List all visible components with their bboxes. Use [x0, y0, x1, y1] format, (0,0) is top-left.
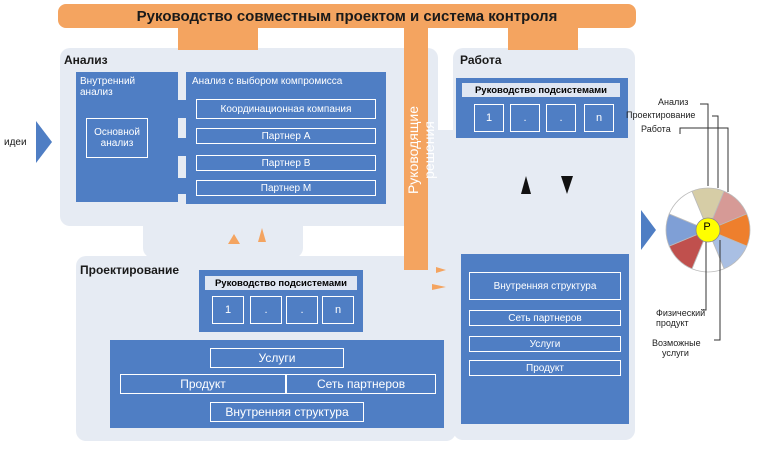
wheel-center — [695, 217, 721, 243]
compromise-analysis-block — [186, 72, 386, 204]
wheel-label-work: Работа — [641, 124, 671, 134]
design-subsystem-cell-1: 1 — [212, 296, 244, 324]
design-internal-structure-box: Внутренняя структура — [210, 402, 364, 422]
design-subsystem-cell-2: . — [250, 296, 282, 324]
design-subsystem-cell-3: . — [286, 296, 318, 324]
partner-m-box: Партнер М — [196, 180, 376, 196]
work-internal-structure-box: Внутренняя структура — [469, 272, 621, 300]
wheel-connector-line — [700, 103, 709, 186]
work-services-box: Услуги — [469, 336, 621, 352]
wheel-connector-line — [702, 242, 707, 311]
decisions-vertical-label: Руководящие решения — [405, 105, 437, 195]
wheel-segment — [668, 190, 709, 231]
physical-product-line1: Физический — [656, 308, 706, 318]
internal-analysis-line1: Внутренний — [80, 76, 136, 87]
basic-analysis-box: Основной анализ — [86, 118, 148, 158]
physical-product-line2: продукт — [656, 318, 689, 328]
analysis-panel-bottom-connector — [143, 210, 303, 258]
design-partner-network-box: Сеть партнеров — [286, 374, 436, 394]
wheel-connector-line — [679, 127, 729, 192]
design-label: Проектирование — [80, 263, 180, 277]
wheel-connector-line — [714, 240, 721, 341]
internal-analysis-tab-2 — [178, 138, 186, 156]
analysis-label: Анализ — [64, 53, 108, 67]
wheel-label-design: Проектирование — [626, 110, 696, 120]
internal-analysis-tab-3 — [178, 178, 186, 194]
basic-analysis-line1: Основной — [94, 127, 140, 138]
work-structure-block — [461, 254, 629, 424]
wheel-diagram — [665, 103, 751, 341]
coordination-company-box: Координационная компания — [196, 99, 376, 119]
work-subsystem-cell-1: 1 — [474, 104, 504, 132]
possible-services-line2: услуги — [662, 348, 689, 358]
partner-a-box: Партнер А — [196, 128, 376, 144]
work-product-box: Продукт — [469, 360, 621, 376]
internal-analysis-block — [76, 72, 178, 202]
internal-analysis-line2: анализ — [80, 87, 113, 98]
wheel-connector-line — [712, 115, 719, 188]
basic-analysis-line2: анализ — [100, 138, 134, 149]
partner-b-box: Партнер В — [196, 155, 376, 171]
work-subsystems-title: Руководство подсистемами — [462, 83, 620, 97]
internal-analysis-tab-1 — [178, 100, 186, 118]
design-subsystems-title: Руководство подсистемами — [205, 276, 357, 290]
work-label: Работа — [460, 53, 502, 67]
compromise-analysis-title: Анализ с выбором компромисса — [192, 76, 343, 87]
ideas-label: идеи — [4, 137, 27, 148]
work-subsystem-cell-3: . — [546, 104, 576, 132]
work-partner-network-box: Сеть партнеров — [469, 310, 621, 326]
design-structure-block — [110, 340, 444, 428]
possible-services-line1: Возможные — [652, 338, 701, 348]
title-text: Руководство совместным проектом и систем… — [136, 8, 558, 25]
wheel-center-label: P — [703, 221, 711, 233]
work-subsystem-cell-2: . — [510, 104, 540, 132]
wheel-label-analysis: Анализ — [658, 97, 689, 107]
design-product-box: Продукт — [120, 374, 286, 394]
work-subsystem-cell-4: n — [584, 104, 614, 132]
design-services-box: Услуги — [210, 348, 344, 368]
design-subsystem-cell-4: n — [322, 296, 354, 324]
